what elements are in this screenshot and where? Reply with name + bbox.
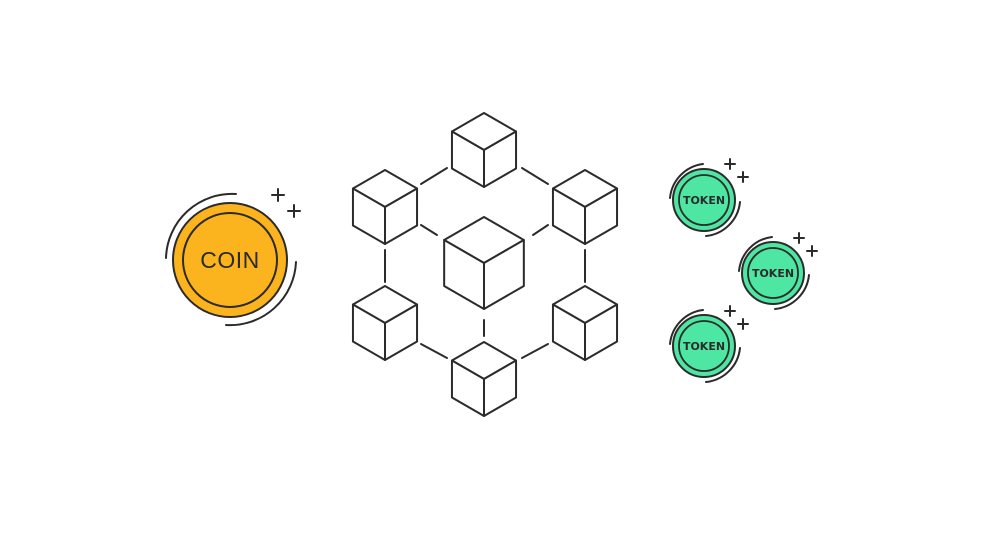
cube-right-face [584,187,619,245]
sparkle-icon [793,232,818,257]
link-center-upper-left [420,224,438,236]
token-inner-ring [678,174,730,226]
coin-motion-arc-top-left [165,192,237,259]
cube-top [450,112,518,188]
token-outer-circle [672,168,736,232]
cube-upper-left [351,169,419,245]
token-motion-arc [738,236,773,272]
network-cubes [351,112,619,417]
link-upper-left-top [420,167,448,185]
cube-right-face [384,303,419,361]
link-top-upper-right [521,167,549,185]
token-inner-ring [747,247,799,299]
cube-right-face [483,239,525,310]
token-label: TOKEN [683,194,725,207]
link-lower-left-bottom [420,343,448,359]
cube-center [443,216,525,310]
network-links [384,167,586,359]
cube-right-face [584,303,619,361]
token-label: TOKEN [752,267,794,280]
token-outer-circle [741,241,805,305]
coin-outer-circle [172,202,288,318]
cube-upper-right [551,169,619,245]
token-motion-arc [705,201,741,237]
token-label: TOKEN [683,340,725,353]
cube-lower-left [351,285,419,361]
cube-right-face [483,359,518,417]
cube-bottom [450,341,518,417]
token-coin: TOKEN [738,232,818,310]
link-bottom-lower-right [521,343,549,359]
coin-label: COIN [200,247,260,273]
coin: COIN [165,188,301,327]
sparkle-icon [724,305,749,330]
cube-lower-right [551,285,619,361]
token-motion-arc [669,163,704,199]
token-motion-arc [705,347,741,383]
cube-right-face [384,187,419,245]
token-coin: TOKEN [669,158,749,237]
sparkle-icon [271,188,301,218]
token-inner-ring [678,320,730,372]
cube-right-face [483,130,518,188]
sparkle-icon [724,158,749,183]
link-center-upper-right [532,224,549,236]
coin-inner-ring [182,212,278,308]
token-coin: TOKEN [669,305,749,383]
coin-motion-arc-bottom-right [225,261,297,327]
token-outer-circle [672,314,736,378]
token-motion-arc [774,274,810,310]
token-motion-arc [669,309,704,345]
